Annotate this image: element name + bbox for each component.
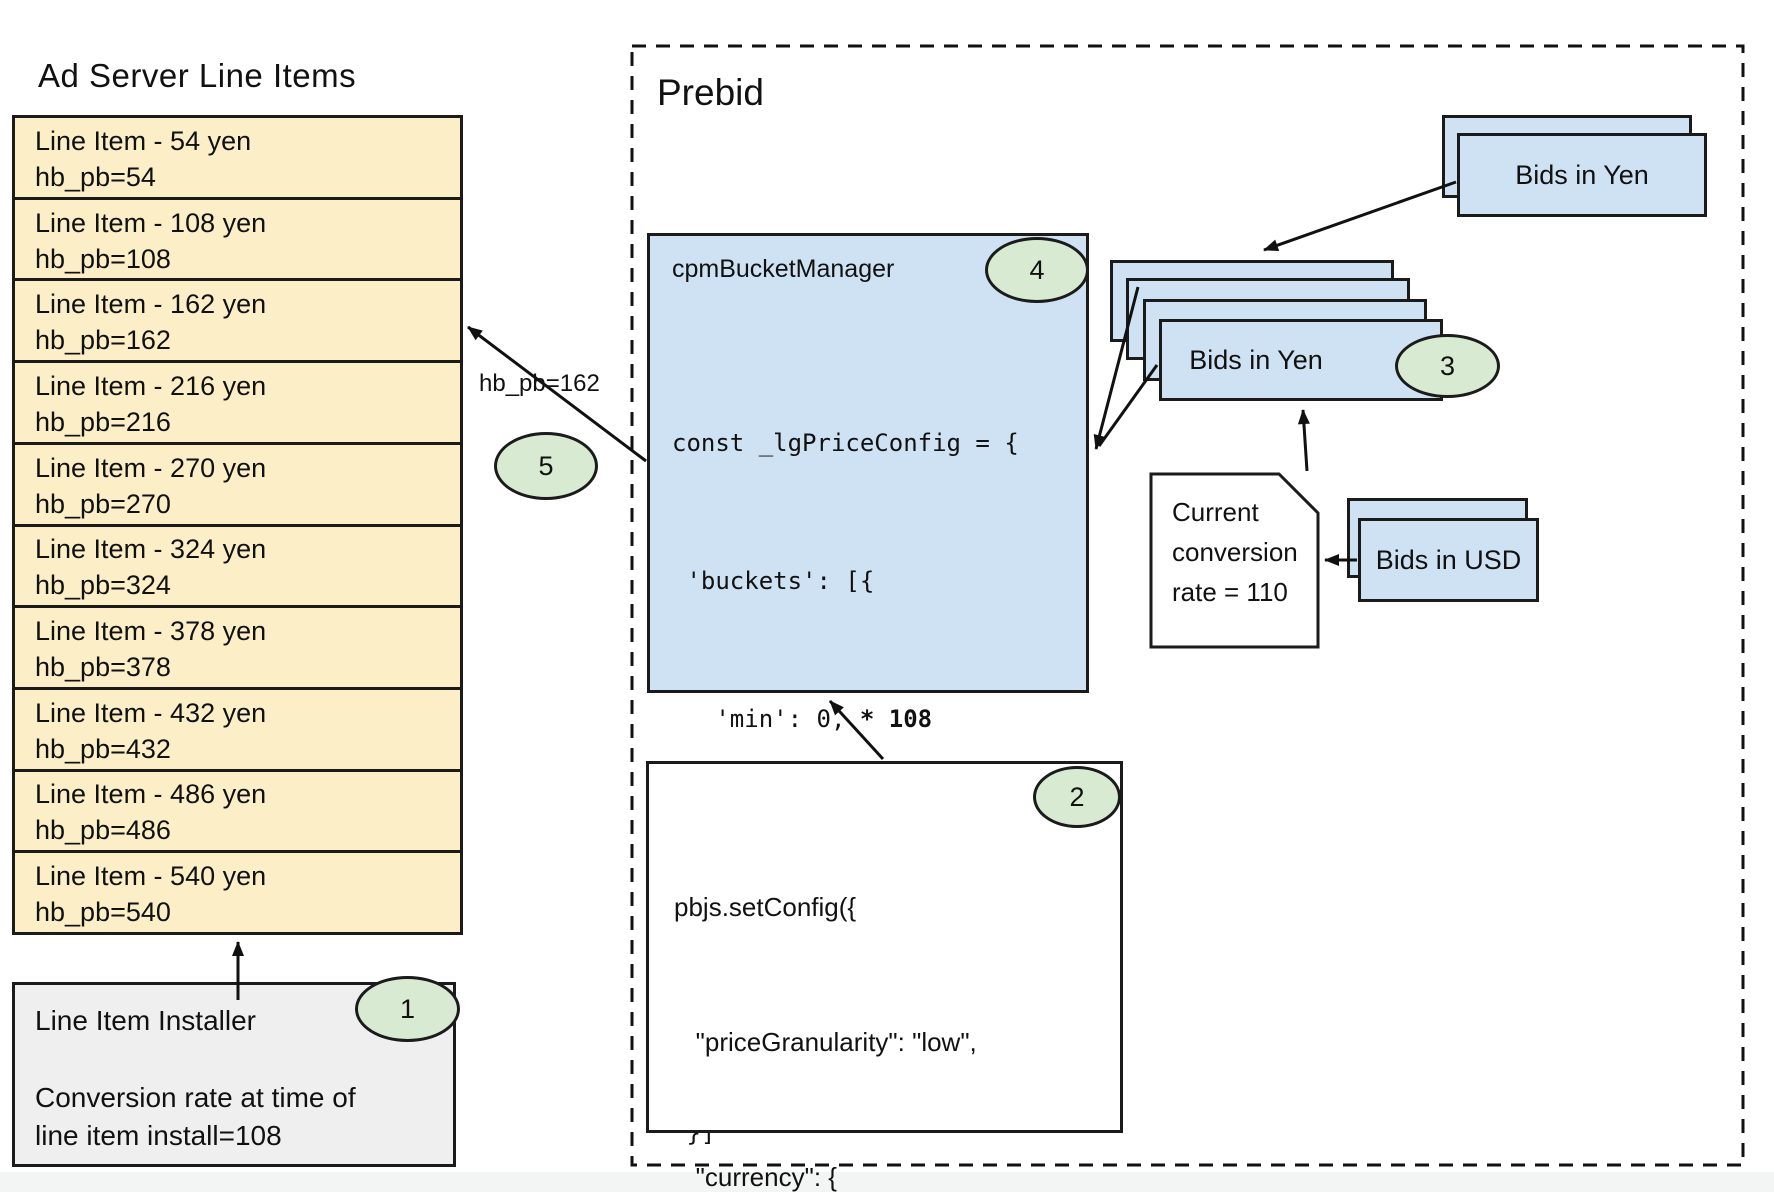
installer-note-line1: Conversion rate at time of: [35, 1082, 356, 1113]
table-row: Line Item - 162 yen hb_pb=162: [15, 281, 460, 364]
cpm-box-title: cpmBucketManager: [672, 255, 895, 283]
table-row: Line Item - 486 yen hb_pb=486: [15, 772, 460, 854]
table-row: Line Item - 108 yen hb_pb=108: [15, 200, 460, 282]
line-item-kv: hb_pb=432: [35, 733, 171, 764]
line-item-title: Line Item - 486 yen: [35, 779, 267, 810]
code-line: pbjs.setConfig({: [674, 892, 857, 922]
line-item-title: Line Item - 324 yen: [35, 534, 267, 565]
line-item-kv: hb_pb=108: [35, 243, 171, 274]
line-items-table: Line Item - 54 yen hb_pb=54 Line Item - …: [12, 115, 463, 935]
pbjs-code-block: pbjs.setConfig({ "priceGranularity": "lo…: [674, 795, 1035, 1192]
code-line: "currency": {: [674, 1162, 837, 1192]
line-item-kv: hb_pb=324: [35, 570, 171, 601]
line-item-title: Line Item - 540 yen: [35, 861, 267, 892]
page-footer-strip: [0, 1172, 1774, 1192]
table-row: Line Item - 54 yen hb_pb=54: [15, 118, 460, 200]
line-item-kv: hb_pb=216: [35, 406, 171, 437]
step-badge-1: 1: [355, 976, 460, 1042]
step-badge-4: 4: [985, 237, 1089, 303]
line-item-title: Line Item - 216 yen: [35, 370, 267, 401]
code-line: const _lgPriceConfig = {: [672, 429, 1019, 457]
code-line: 'buckets': [{: [672, 567, 875, 595]
bids-in-usd-card: Bids in USD: [1358, 518, 1539, 602]
arrow-yen-top-to-stack: [1263, 180, 1457, 252]
conversion-note-text: Current conversion rate = 110: [1172, 497, 1298, 607]
line-item-kv: hb_pb=378: [35, 652, 171, 683]
bids-in-yen-top-card: Bids in Yen: [1457, 133, 1707, 217]
line-item-title: Line Item - 432 yen: [35, 697, 267, 728]
installer-note-line2: line item install=108: [35, 1120, 282, 1151]
code-line: 'min': 0, * 108: [672, 705, 933, 733]
table-row: Line Item - 324 yen hb_pb=324: [15, 527, 460, 609]
line-item-kv: hb_pb=54: [35, 161, 156, 192]
line-item-kv: hb_pb=486: [35, 815, 171, 846]
line-item-kv: hb_pb=540: [35, 897, 171, 928]
line-item-kv: hb_pb=162: [35, 325, 171, 356]
line-item-title: Line Item - 108 yen: [35, 207, 267, 238]
code-line: "priceGranularity": "low",: [674, 1027, 977, 1057]
table-row: Line Item - 378 yen hb_pb=378: [15, 608, 460, 690]
line-item-title: Line Item - 378 yen: [35, 616, 267, 647]
table-row: Line Item - 540 yen hb_pb=540: [15, 853, 460, 932]
table-row: Line Item - 216 yen hb_pb=216: [15, 363, 460, 445]
line-item-kv: hb_pb=270: [35, 488, 171, 519]
step-badge-2: 2: [1033, 766, 1121, 828]
prebid-title: Prebid: [657, 72, 764, 113]
ad-server-title: Ad Server Line Items: [38, 57, 357, 94]
table-row: Line Item - 270 yen hb_pb=270: [15, 445, 460, 527]
installer-title: Line Item Installer: [35, 1005, 256, 1036]
table-row: Line Item - 432 yen hb_pb=432: [15, 690, 460, 772]
arrow-note-to-stack: [1297, 409, 1310, 472]
line-item-title: Line Item - 162 yen: [35, 289, 267, 320]
step-badge-3: 3: [1395, 334, 1500, 398]
line-item-title: Line Item - 270 yen: [35, 452, 267, 483]
line-item-title: Line Item - 54 yen: [35, 125, 252, 156]
hb-pb-edge-label: hb_pb=162: [479, 370, 600, 397]
step-badge-5: 5: [494, 432, 598, 500]
